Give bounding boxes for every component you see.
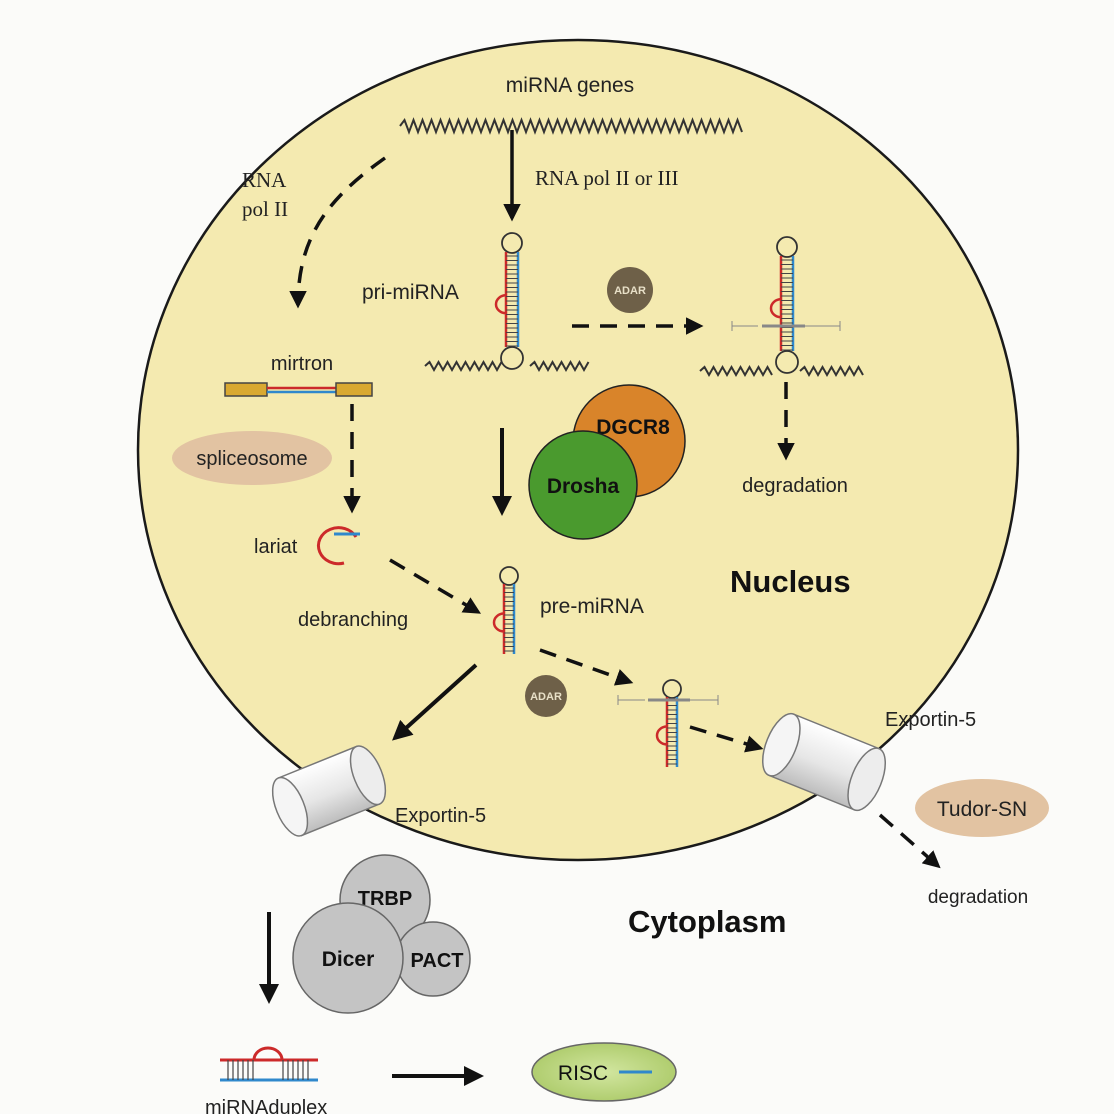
pre-mirna-hairpin <box>492 566 519 654</box>
spliceosome-protein: spliceosome <box>172 431 332 485</box>
pri-mirna-label: pri-miRNA <box>362 281 459 304</box>
cytoplasm-label: Cytoplasm <box>628 904 786 939</box>
tudor-sn-degradation-arrow <box>878 813 941 869</box>
pact-protein: PACT <box>395 921 471 997</box>
mirna-gene-wave <box>399 117 743 135</box>
risc-complex: RISC <box>531 1042 677 1102</box>
mirna-genes-label: miRNA genes <box>506 74 634 97</box>
adar-protein-top: ADAR <box>607 267 653 313</box>
pre-mirna-export-arrow <box>392 663 478 741</box>
rna-pol-label-line1: RNA <box>242 168 287 192</box>
svg-text:spliceosome: spliceosome <box>196 448 307 470</box>
debranching-arrow <box>389 558 482 614</box>
lariat-structure <box>317 526 360 566</box>
degradation-cytoplasm-label: degradation <box>928 887 1028 908</box>
edited-pre-mirna-hairpin <box>648 679 690 767</box>
edited-pre-site-marker <box>617 695 719 705</box>
tudor-sn-protein: Tudor-SN <box>915 779 1049 837</box>
svg-text:Tudor-SN: Tudor-SN <box>937 798 1027 821</box>
exportin-5-right-label: Exportin-5 <box>885 709 976 731</box>
exportin-5-left-channel <box>271 745 387 837</box>
debranching-label: debranching <box>298 609 408 631</box>
lariat-label: lariat <box>254 536 298 558</box>
svg-text:PACT: PACT <box>411 950 464 972</box>
svg-text:ADAR: ADAR <box>614 285 646 297</box>
mirtron-label: mirtron <box>271 353 333 375</box>
exportin-5-right-channel <box>761 712 887 812</box>
drosha-protein: Drosha <box>528 430 638 540</box>
degradation-nucleus-label: degradation <box>742 475 848 497</box>
pri-mirna-hairpin <box>494 232 524 370</box>
mirna-duplex-label: miRNAduplex <box>205 1097 327 1114</box>
pre-mirna-editing-arrow <box>539 648 634 686</box>
edited-pre-mirna-export-arrow <box>689 725 764 753</box>
adar-protein-bottom: ADAR <box>525 675 567 717</box>
svg-text:DGCR8: DGCR8 <box>596 416 670 439</box>
svg-text:TRBP: TRBP <box>358 888 412 910</box>
svg-text:Drosha: Drosha <box>547 475 620 498</box>
exportin-5-left-label: Exportin-5 <box>395 805 486 827</box>
nucleus-label: Nucleus <box>730 564 851 599</box>
rna-pol-ii-dashed-arrow <box>289 156 387 309</box>
edited-pri-mirna-hairpin <box>762 236 805 374</box>
pri-mirna-flank-wave <box>424 359 590 373</box>
dicer-protein: Dicer <box>292 902 404 1014</box>
pre-mirna-label: pre-miRNA <box>540 595 644 618</box>
rna-pol-ii-iii-label: RNA pol II or III <box>535 166 678 190</box>
svg-text:ADAR: ADAR <box>530 691 562 703</box>
svg-text:RISC: RISC <box>558 1062 608 1085</box>
edited-pri-mirna-flank-wave <box>699 364 864 378</box>
mirna-duplex-structure <box>220 1046 318 1082</box>
edited-site-marker <box>731 321 841 331</box>
svg-text:Dicer: Dicer <box>322 948 375 971</box>
rna-pol-label-line2: pol II <box>242 197 288 221</box>
mirtron-transcript <box>224 382 373 397</box>
